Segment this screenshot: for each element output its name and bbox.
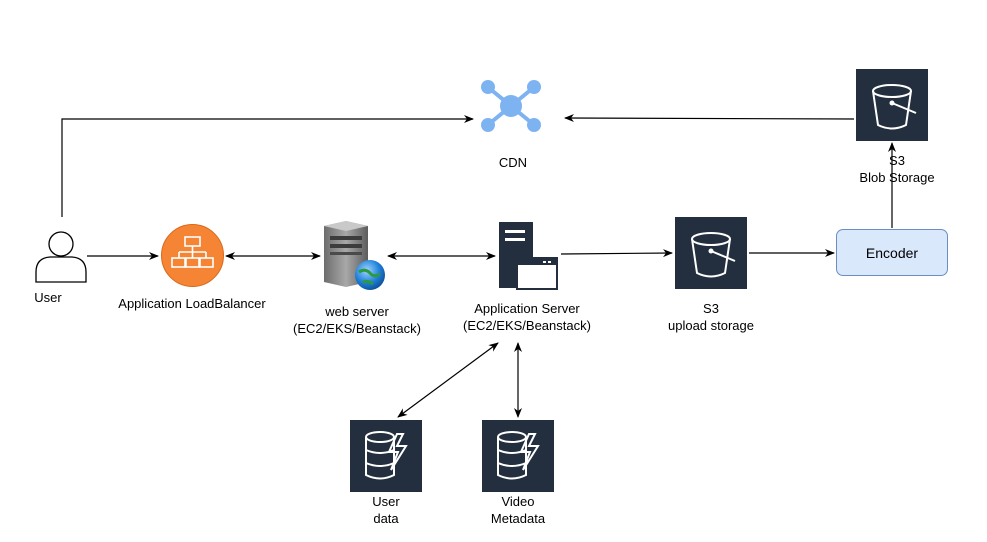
user-data-label: User data	[372, 494, 400, 526]
s3-bucket-icon	[856, 69, 928, 141]
cdn-label: CDN	[498, 155, 528, 170]
app-server-label: Application Server (EC2/EKS/Beanstack)	[463, 301, 591, 333]
edge-user-to-cdn	[61, 115, 474, 217]
load-balancer-icon	[161, 224, 224, 287]
dynamodb-icon	[482, 420, 554, 492]
web-server-icon	[324, 221, 385, 290]
s3-upload-label: S3 upload storage	[667, 301, 754, 333]
cdn-node[interactable]	[476, 76, 546, 136]
user-node[interactable]	[33, 228, 89, 284]
cdn-network-icon	[481, 80, 541, 132]
video-metadata-label: Video Metadata	[490, 494, 546, 526]
user-label: User	[34, 290, 62, 305]
application-server-icon	[499, 222, 558, 290]
s3-blob-node[interactable]	[856, 69, 928, 141]
app-server-node[interactable]	[497, 221, 559, 291]
web-server-label: web server (EC2/EKS/Beanstack)	[293, 304, 421, 336]
alb-node[interactable]	[161, 224, 224, 287]
s3-blob-label: S3 Blob Storage	[859, 153, 935, 185]
s3-upload-node[interactable]	[675, 217, 747, 289]
encoder-box[interactable]: Encoder	[836, 229, 948, 276]
edge-s3blob-to-cdn	[564, 114, 855, 123]
dynamodb-icon	[350, 420, 422, 492]
edge-app-userdata	[397, 342, 499, 418]
web-server-node[interactable]	[318, 220, 390, 292]
edge-app-to-s3upload	[560, 249, 673, 258]
video-metadata-node[interactable]	[482, 420, 554, 492]
s3-bucket-icon	[675, 217, 747, 289]
user-data-node[interactable]	[350, 420, 422, 492]
alb-label: Application LoadBalancer	[118, 296, 266, 311]
user-icon	[35, 231, 87, 283]
